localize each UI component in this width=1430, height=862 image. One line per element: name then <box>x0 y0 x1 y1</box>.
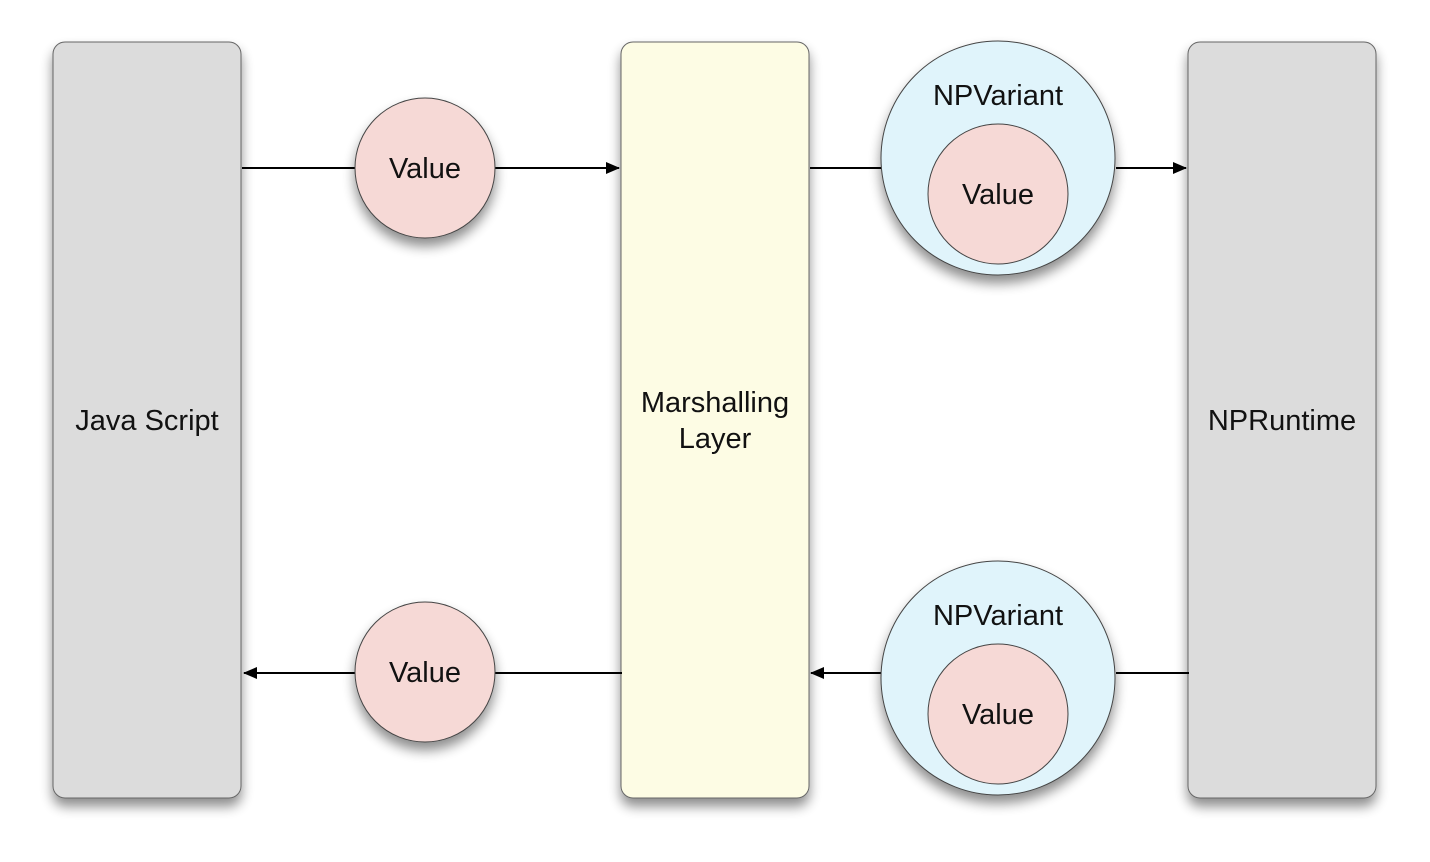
marshalling-label-line1: Marshalling <box>641 387 789 419</box>
top-value-circle <box>354 97 496 239</box>
bottom-value-circle <box>354 601 496 743</box>
top-npvariant-inner-value-label: Value <box>962 179 1034 211</box>
bottom-npvariant-inner-value-circle <box>927 643 1069 785</box>
top-npvariant-label: NPVariant <box>933 80 1063 112</box>
top-value-label: Value <box>389 153 461 185</box>
javascript-label: Java Script <box>75 405 218 437</box>
bottom-npvariant-inner-value-label: Value <box>962 699 1034 731</box>
top-npvariant-inner-value-circle <box>927 123 1069 265</box>
bottom-npvariant-label: NPVariant <box>933 600 1063 632</box>
marshalling-layer-column <box>620 41 810 799</box>
npruntime-label: NPRuntime <box>1208 405 1356 437</box>
bottom-value-label: Value <box>389 657 461 689</box>
marshalling-label-line2: Layer <box>679 423 752 455</box>
npruntime-column <box>1187 41 1377 799</box>
javascript-column <box>52 41 242 799</box>
